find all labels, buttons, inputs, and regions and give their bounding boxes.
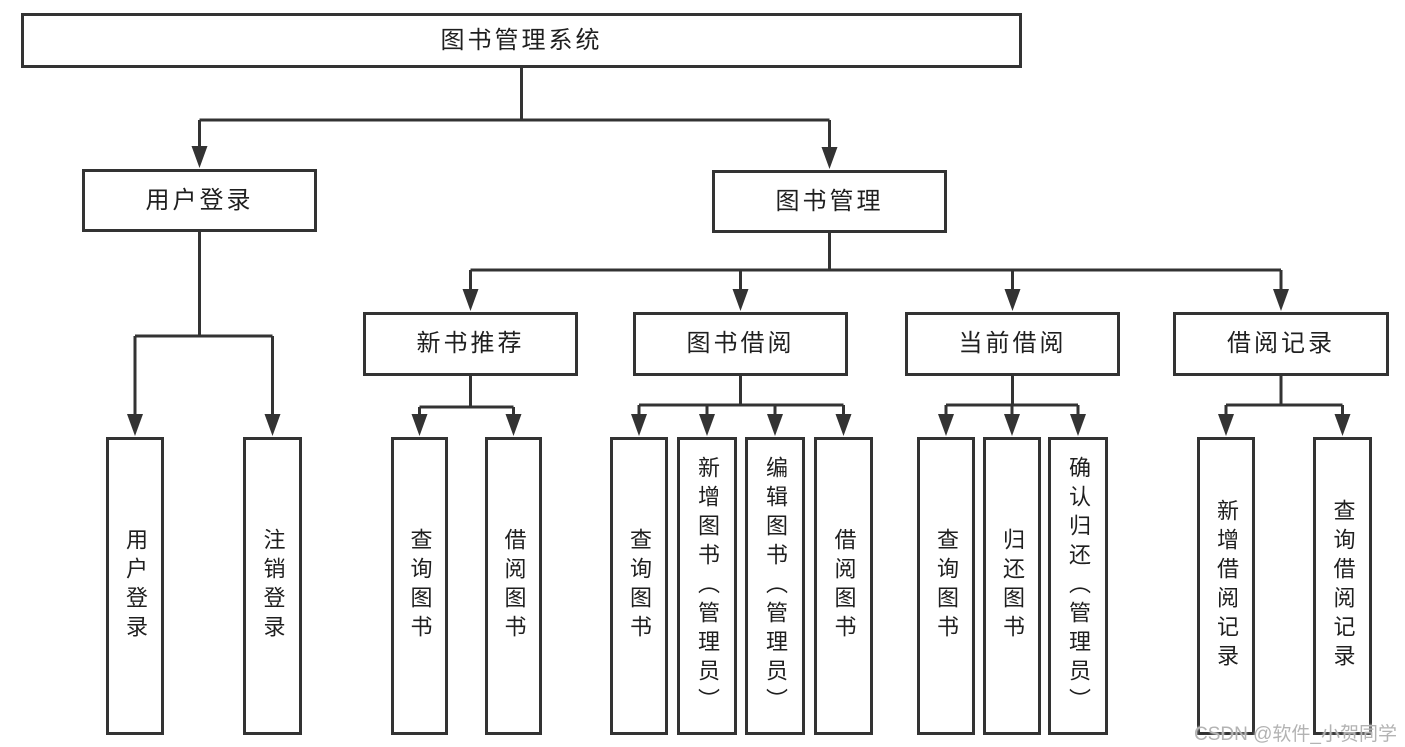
connector-user-login-branch bbox=[127, 232, 281, 436]
leaf-return-books: 归还图书 bbox=[983, 437, 1041, 735]
leaf-logout: 注销登录 bbox=[243, 437, 302, 735]
arrow-down-icon bbox=[462, 289, 479, 311]
leaf-borrow-books-borrowing: 借阅图书 bbox=[814, 437, 873, 735]
node-label: 查询图书 bbox=[627, 528, 652, 644]
arrow-down-icon bbox=[767, 414, 783, 436]
leaf-add-book-admin: 新增图书（管理员） bbox=[677, 437, 737, 735]
arrow-down-icon bbox=[411, 414, 428, 436]
arrow-down-icon bbox=[1004, 289, 1021, 311]
node-label: 用户登录 bbox=[145, 186, 254, 214]
node-label: 归还图书 bbox=[1000, 528, 1025, 644]
leaf-query-books-current: 查询图书 bbox=[917, 437, 975, 735]
connector-line bbox=[469, 233, 1283, 303]
connector-line bbox=[1224, 376, 1344, 428]
arrow-down-icon bbox=[127, 414, 143, 436]
node-user-login: 用户登录 bbox=[82, 169, 317, 232]
arrow-down-icon bbox=[938, 414, 954, 436]
arrow-down-icon bbox=[191, 146, 208, 168]
arrow-down-icon bbox=[821, 147, 838, 169]
arrow-down-icon bbox=[1004, 414, 1020, 436]
connector-new-book-branch bbox=[411, 376, 522, 436]
connector-current-borrowing-branch bbox=[938, 376, 1086, 436]
arrow-down-icon bbox=[631, 414, 647, 436]
arrow-down-icon bbox=[1070, 414, 1086, 436]
connector-borrowing-records-branch bbox=[1218, 376, 1351, 436]
connector-line bbox=[637, 376, 845, 428]
node-label: 用户登录 bbox=[123, 528, 148, 644]
node-label: 图书管理 bbox=[775, 187, 884, 215]
node-book-management: 图书管理 bbox=[712, 170, 947, 233]
arrow-down-icon bbox=[699, 414, 715, 436]
arrow-down-icon bbox=[264, 414, 281, 436]
arrow-down-icon bbox=[835, 414, 852, 436]
node-new-book-recommendation: 新书推荐 bbox=[363, 312, 578, 376]
arrow-down-icon bbox=[505, 414, 522, 436]
node-book-borrowing: 图书借阅 bbox=[633, 312, 848, 376]
node-label: 查询图书 bbox=[934, 528, 959, 644]
node-label: 查询借阅记录 bbox=[1330, 499, 1356, 673]
arrow-down-icon bbox=[1218, 414, 1234, 436]
connector-line bbox=[133, 232, 274, 428]
connector-book-borrowing-branch bbox=[631, 376, 852, 436]
leaf-user-login: 用户登录 bbox=[106, 437, 164, 735]
node-label: 注销登录 bbox=[260, 528, 286, 644]
node-label: 借阅图书 bbox=[831, 528, 857, 644]
node-label: 新书推荐 bbox=[416, 330, 525, 357]
csdn-watermark: CSDN @软件_小贺同学 bbox=[1194, 724, 1397, 745]
leaf-confirm-return-admin: 确认归还（管理员） bbox=[1048, 437, 1108, 735]
connector-book-management-branch bbox=[462, 233, 1289, 311]
connector-line bbox=[198, 68, 831, 161]
node-label: 新增借阅记录 bbox=[1214, 499, 1239, 673]
arrow-down-icon bbox=[1273, 289, 1289, 311]
node-label: 新增图书（管理员） bbox=[695, 455, 720, 717]
node-label: 编辑图书（管理员） bbox=[763, 455, 788, 717]
node-label: 借阅图书 bbox=[501, 528, 527, 644]
leaf-query-borrow-record: 查询借阅记录 bbox=[1313, 437, 1372, 735]
arrow-down-icon bbox=[1334, 414, 1351, 436]
node-label: 查询图书 bbox=[407, 528, 433, 644]
node-label: 确认归还（管理员） bbox=[1066, 455, 1091, 717]
leaf-borrow-books-newbook: 借阅图书 bbox=[485, 437, 542, 735]
node-borrowing-records: 借阅记录 bbox=[1173, 312, 1389, 376]
node-label: 当前借阅 bbox=[958, 330, 1067, 357]
arrow-down-icon bbox=[732, 289, 749, 311]
node-library-system: 图书管理系统 bbox=[21, 13, 1022, 68]
leaf-query-books-newbook: 查询图书 bbox=[391, 437, 448, 735]
node-label: 图书借阅 bbox=[686, 330, 795, 357]
leaf-edit-book-admin: 编辑图书（管理员） bbox=[745, 437, 805, 735]
node-current-borrowing: 当前借阅 bbox=[905, 312, 1120, 376]
connector-root-to-level2 bbox=[191, 68, 838, 169]
leaf-add-borrow-record: 新增借阅记录 bbox=[1197, 437, 1255, 735]
node-label: 图书管理系统 bbox=[440, 26, 603, 54]
node-label: 借阅记录 bbox=[1227, 330, 1335, 357]
connector-line bbox=[418, 376, 515, 428]
leaf-query-books-borrowing: 查询图书 bbox=[610, 437, 668, 735]
